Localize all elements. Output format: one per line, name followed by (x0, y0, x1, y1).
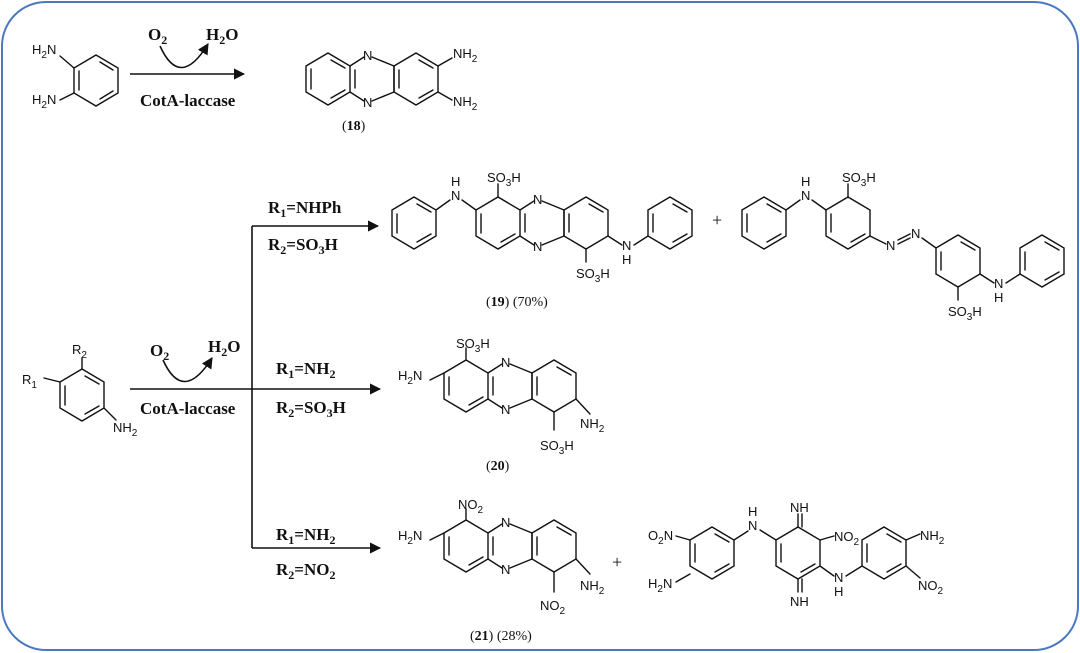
p18-nh2-1: NH2 (453, 46, 478, 65)
p20-label: (20) (486, 459, 510, 474)
p20-nh2: NH2 (580, 416, 605, 435)
top-h2o: H2O (206, 25, 238, 47)
bottom-h2o: H2O (208, 337, 240, 359)
bottom-reactant-nh2: NH2 (113, 420, 138, 439)
qd-no2-center: NO2 (834, 529, 860, 548)
p19-so3h-bottom: SO3H (576, 266, 610, 285)
quinonediimine-coproduct: O2N H2N N H NH NH NO2 N H NH2 NO2 (648, 500, 945, 609)
p18-label: (18) (342, 119, 366, 134)
azo-n1: N (886, 238, 895, 253)
p19-nh-left-n: N (451, 188, 460, 203)
qd-nh-left-h: H (748, 504, 757, 519)
p21-n-bottom: N (501, 562, 510, 577)
plus-sign-1: + (712, 210, 722, 230)
azo-n2: N (911, 226, 920, 241)
qd-nh-right-n: N (834, 570, 843, 585)
p21-label: (21) (28%) (470, 629, 532, 644)
p18-n1: N (363, 48, 372, 63)
qd-no2-right: NO2 (918, 578, 944, 597)
top-reactant-nh2-2: H2N (32, 92, 56, 111)
product-21: H2N NO2 N N NH2 NO2 (21) (28%) (398, 497, 605, 644)
p21-no2-top: NO2 (458, 497, 484, 516)
azo-nh-right-h: H (994, 290, 1003, 305)
p19-so3h-top: SO3H (487, 170, 521, 189)
product-18-diaminophenazine: N N NH2 NH2 (18) (305, 46, 478, 134)
bottom-reaction-arrow: O2 H2O CotA-laccase (130, 220, 382, 554)
p19-n-top: N (533, 192, 542, 207)
plus-sign-2: + (612, 552, 622, 572)
azo-so3h-bottom: SO3H (948, 304, 982, 323)
p19-label: (19) (70%) (486, 295, 548, 310)
p19-nh-right-h: H (622, 252, 631, 267)
qd-nh-bottom: NH (790, 594, 809, 609)
p19-n-bottom: N (533, 239, 542, 254)
p20-n-bottom: N (501, 402, 510, 417)
branch3-r2: R2=NO2 (276, 560, 335, 582)
product-20: H2N SO3H N N NH2 SO3H (20) (398, 336, 605, 474)
azo-so3h-top: SO3H (842, 170, 876, 189)
top-reactant-o-phenylenediamine: H2N H2N (32, 42, 119, 111)
p20-n-top: N (501, 355, 510, 370)
product-19: N H SO3H N N SO3H N H (19) (70%) (391, 170, 693, 310)
azo-nh-left-h: H (801, 174, 810, 189)
branch2-r1: R1=NH2 (276, 359, 335, 381)
p19-nh-right-n: N (622, 238, 631, 253)
qd-h2n: H2N (648, 576, 672, 595)
azo-nh-left-n: N (801, 188, 810, 203)
p21-no2-bottom: NO2 (540, 598, 566, 617)
branch1-r1: R1=NHPh (268, 198, 342, 220)
top-reactant-nh2-1: H2N (32, 42, 56, 61)
top-catalyst: CotA-laccase (140, 91, 236, 110)
p18-n2: N (363, 95, 372, 110)
p20-so3h-top: SO3H (456, 336, 490, 355)
p19-nh-left-h: H (451, 174, 460, 189)
qd-nh-left-n: N (748, 518, 757, 533)
azo-coproduct: N H SO3H N N SO3H N H (741, 170, 1065, 323)
p20-h2n: H2N (398, 368, 422, 387)
branch3-r1: R1=NH2 (276, 525, 335, 547)
qd-o2n: O2N (648, 528, 673, 547)
bottom-catalyst: CotA-laccase (140, 399, 236, 418)
branch1-r2: R2=SO3H (268, 235, 338, 257)
qd-nh-right-h: H (834, 584, 843, 599)
azo-nh-right-n: N (994, 276, 1003, 291)
branch2-r2: R2=SO3H (276, 398, 346, 420)
qd-nh2-right: NH2 (920, 528, 945, 547)
p20-so3h-bottom: SO3H (540, 438, 574, 457)
p21-h2n: H2N (398, 528, 422, 547)
qd-nh-top: NH (790, 500, 809, 515)
p21-n-top: N (501, 515, 510, 530)
p18-nh2-2: NH2 (453, 94, 478, 113)
bottom-reactant-substituted-aniline: R2 R1 NH2 (22, 342, 138, 439)
p21-nh2: NH2 (580, 578, 605, 597)
